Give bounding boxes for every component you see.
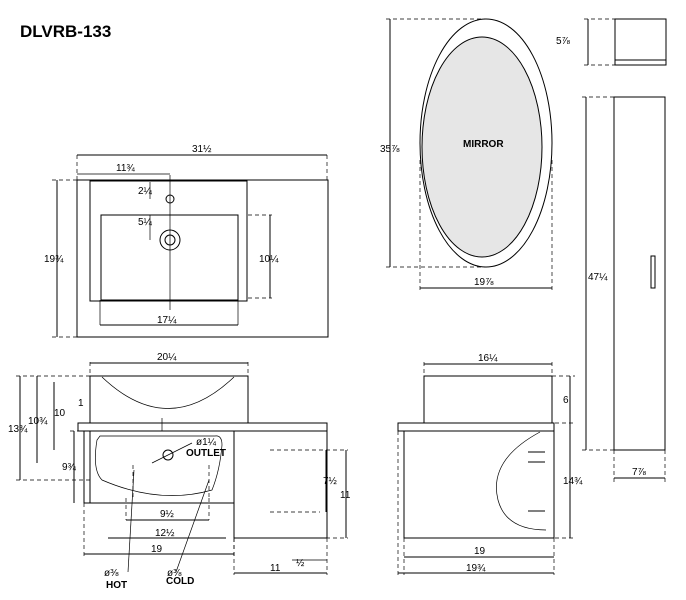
hot-label: HOT	[106, 580, 127, 591]
dim-cold-dia: ø⅜	[167, 568, 182, 579]
dim-outlet-dia: ø1¼	[196, 436, 217, 448]
dim-shelf-height: 11	[340, 490, 351, 501]
dim-shelf-gap: ½	[296, 558, 305, 569]
side-view: 16¼ 6 14¾ 19 19¾	[397, 352, 583, 575]
cabinet-handle-icon	[650, 255, 656, 289]
dim-shelf-width: 11	[270, 563, 281, 574]
dim-front-height-a: 10¾	[28, 416, 48, 427]
side-cabinet	[403, 430, 555, 539]
basin-outer-outline	[89, 180, 248, 302]
model-title: DLVRB-133	[20, 22, 111, 41]
dim-basin-inner-width: 17¼	[157, 314, 177, 326]
dim-drain-offset: 5¼	[138, 216, 153, 228]
mirror-glass	[421, 36, 543, 258]
dim-outlet-offset: 9½	[160, 509, 175, 520]
dim-tall-cab-width: 7⅞	[632, 467, 647, 478]
dim-side-basin-height: 6	[563, 395, 569, 406]
countertop-outline	[76, 179, 329, 338]
cabinet-top-outline	[614, 18, 667, 66]
dim-tall-cab-height: 47¼	[588, 271, 608, 283]
top-view: 31½ 11¾ 2¼ 5¼ 19¾ 10¼ 17¼	[44, 144, 329, 338]
side-basin-outline	[423, 375, 553, 424]
side-countertop	[397, 422, 555, 432]
outlet-label: OUTLET	[186, 448, 226, 459]
dim-open-shelf-height: 7½	[323, 476, 338, 487]
dim-side-inner: 19	[474, 546, 486, 557]
dim-pipe-span: 12½	[155, 528, 175, 539]
dim-drain-height: 9¾	[62, 462, 77, 473]
wall-cabinet-view: 5⅞ 47¼ 7⅞	[556, 18, 667, 482]
dim-tap-offset: 11¾	[116, 163, 135, 174]
dim-mirror-height: 35⅞	[380, 144, 400, 155]
dim-side-total: 19¾	[466, 563, 486, 574]
outlet-pipe-icon	[162, 449, 174, 461]
mirror-label: MIRROR	[463, 139, 504, 150]
dim-top-width: 31½	[192, 144, 212, 155]
vessel-basin-outline	[89, 375, 249, 424]
dim-front-height-total: 13¾	[8, 424, 28, 435]
mirror-view: MIRROR 35⅞ 19⅞	[380, 18, 553, 292]
dim-hot-dia: ø⅜	[104, 568, 119, 579]
dim-cabinet-width: 19	[151, 544, 163, 555]
basin-inner-outline	[100, 214, 239, 301]
dim-side-basin-width: 16¼	[478, 352, 498, 364]
dim-side-height: 14¾	[563, 476, 583, 487]
dim-basin-width: 20¼	[157, 351, 177, 363]
dim-cab-top-height: 5⅞	[556, 36, 571, 47]
front-view: ø1¼ OUTLET ø⅜ HOT ø⅜ COLD 20¼ 13¾ 10¾ 10…	[8, 351, 351, 591]
tall-cabinet-outline	[613, 96, 666, 451]
dim-front-height-b: 10	[54, 408, 66, 419]
cold-label: COLD	[166, 576, 194, 587]
front-countertop	[77, 422, 328, 432]
dim-tap-to-edge: 2¼	[138, 185, 153, 197]
dim-front-small: 1	[78, 398, 84, 409]
dim-top-depth: 19¾	[44, 254, 64, 265]
dim-basin-inner-depth: 10¼	[259, 253, 279, 265]
dim-mirror-width: 19⅞	[474, 277, 494, 288]
